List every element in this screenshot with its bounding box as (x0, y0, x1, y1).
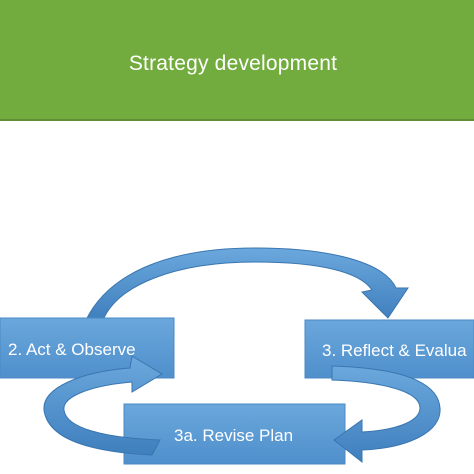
curved-arrow-right-icon (85, 247, 409, 321)
curved-arrow-u-turn-icon (331, 365, 441, 464)
top-curved-arrow (85, 247, 409, 321)
header-banner: Strategy development (0, 0, 474, 121)
step-revise-label: 3a. Revise Plan (174, 426, 293, 445)
step-revise-box: 3a. Revise Plan (123, 403, 346, 465)
header-title: Strategy development (128, 52, 338, 75)
step-reflect-box: 3. Reflect & Evalua (304, 319, 474, 379)
step-reflect-label: 3. Reflect & Evalua (322, 341, 467, 360)
step-act-label: 2. Act & Observe (8, 340, 136, 359)
left-uturn-arrow (43, 355, 163, 456)
curved-arrow-u-turn-icon (43, 355, 163, 456)
right-uturn-arrow (331, 365, 441, 464)
